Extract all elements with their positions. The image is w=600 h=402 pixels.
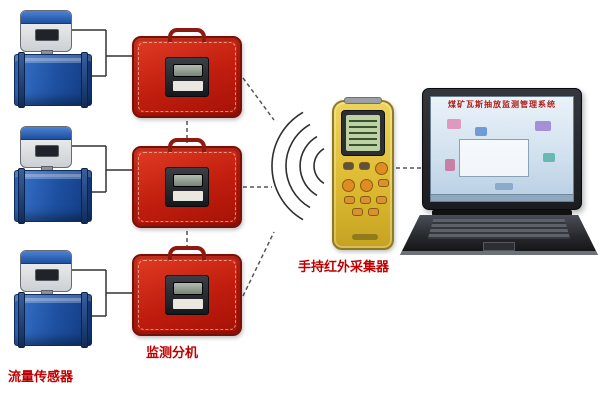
transmitter-cap [21, 251, 71, 264]
panel-nameplate [173, 81, 203, 91]
laptop: 煤矿瓦斯抽放监测管理系统 [400, 88, 598, 258]
handle [168, 28, 206, 42]
screen-graphic [535, 121, 551, 131]
keypad-button [351, 208, 363, 216]
panel-display [173, 64, 203, 77]
sensor-tank [14, 292, 92, 348]
handheld-port [352, 234, 378, 240]
label-flow-sensor: 流量传感器 [8, 370, 74, 385]
panel-display [173, 282, 203, 295]
tank-flange [18, 168, 25, 224]
keypad-button [342, 162, 354, 170]
panel-nameplate [173, 299, 203, 309]
laptop-screen-title: 煤矿瓦斯抽放监测管理系统 [448, 100, 556, 109]
transmitter-display [35, 145, 59, 157]
handheld-screen [341, 110, 385, 156]
handheld-top-cap [344, 97, 382, 104]
laptop-touchpad [483, 242, 515, 251]
handheld-collector [332, 97, 394, 250]
panel-nameplate [173, 191, 203, 201]
tank-flange [18, 52, 25, 108]
monitor-unit [132, 246, 242, 336]
laptop-hinge [432, 210, 572, 216]
rivet-border [138, 42, 236, 112]
handheld-keypad [341, 162, 389, 216]
transmitter-display [35, 29, 59, 41]
flow-transmitter [20, 10, 72, 58]
laptop-base [400, 215, 598, 255]
tank-flange [81, 168, 88, 224]
label-handheld-collector: 手持红外采集器 [298, 260, 390, 275]
tank-flange [81, 52, 88, 108]
screen-graphic [445, 159, 455, 171]
transmitter-cap [21, 127, 71, 140]
panel-display [173, 174, 203, 187]
flow-sensor-unit [6, 126, 98, 224]
handle [168, 138, 206, 152]
monitor-unit [132, 28, 242, 118]
flow-sensor-unit [6, 250, 98, 348]
control-panel [165, 275, 209, 315]
flow-transmitter [20, 126, 72, 174]
keypad-button [375, 196, 387, 204]
screen-graphic [543, 153, 555, 162]
keypad-button [359, 196, 371, 204]
label-monitor-unit: 监测分机 [146, 346, 199, 361]
keypad-button [358, 162, 370, 170]
screen-graphic [447, 119, 461, 129]
screen-taskbar [431, 194, 573, 201]
flow-sensor-unit [6, 10, 98, 108]
keypad-button [374, 162, 388, 175]
tank-flange [18, 292, 25, 348]
rivet-border [138, 260, 236, 330]
handheld-lcd [346, 115, 380, 151]
control-panel [165, 167, 209, 207]
wireless-signal-icon [271, 111, 325, 221]
flow-transmitter [20, 250, 72, 298]
screen-graphic [495, 183, 513, 190]
laptop-display: 煤矿瓦斯抽放监测管理系统 [430, 96, 574, 202]
tank-flange [81, 292, 88, 348]
screen-window [459, 139, 529, 177]
transmitter-cap [21, 11, 71, 24]
transmitter-display [35, 269, 59, 281]
sensor-tank [14, 52, 92, 108]
rivet-border [138, 152, 236, 222]
keypad-button [359, 179, 373, 192]
laptop-keyboard [427, 219, 571, 239]
control-panel [165, 57, 209, 97]
laptop-screen: 煤矿瓦斯抽放监测管理系统 [422, 88, 582, 210]
keypad-button [341, 179, 355, 192]
keypad-button [367, 208, 379, 216]
monitor-unit [132, 138, 242, 228]
keypad-button [377, 179, 389, 187]
keypad-button [343, 196, 355, 204]
sensor-cable [72, 29, 132, 317]
sensor-tank [14, 168, 92, 224]
screen-graphic [475, 127, 487, 136]
handle [168, 246, 206, 260]
